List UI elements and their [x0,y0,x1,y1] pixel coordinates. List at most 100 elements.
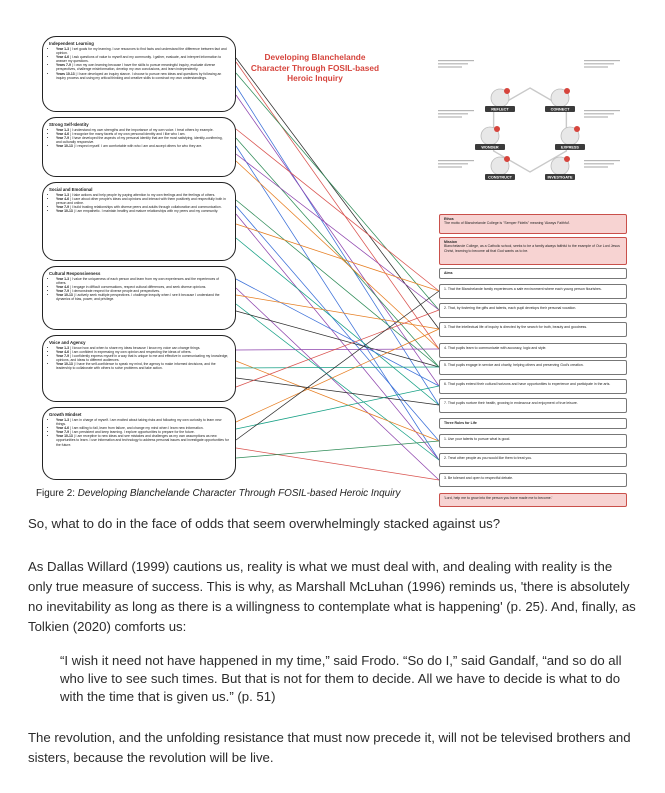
item-text: | I am persistent and keep learning. I e… [69,430,195,435]
year-label: Year 10-13 [56,209,73,214]
connector-line [235,290,440,441]
stage-number-badge [564,156,570,162]
aim-box: 1. That the Blanchelande family experien… [439,284,627,299]
item-text: | I am receptive to new ideas and see mi… [56,434,229,447]
competency-title: Voice and Agency [49,340,86,345]
stage-label: WONDER [481,146,499,150]
connector-line [235,128,440,292]
competency-item: Year 10-13 | I have the self-confidence … [56,362,229,370]
year-label: Years 10-13 [56,71,75,76]
rule-text: 2. Treat other people as you would like … [444,456,533,460]
stage-description-text [438,60,474,62]
aim-box: 3. That the intellectual life of inquiry… [439,322,627,337]
connector-line [235,223,440,292]
aims-title: Aims [444,271,453,275]
stage-description-text [584,110,620,112]
connector-line [235,310,440,368]
item-text: | I confidently express myself in a way … [56,354,229,363]
connector-line [235,366,440,369]
competency-item: Year 10-13 | I am empathetic. I maintain… [56,209,229,213]
stage-number-badge [494,126,500,132]
connector-line [235,377,440,406]
stage-description-text [438,110,474,112]
stage-number-badge [574,126,580,132]
competency-item: Year 4-6 | I am willing to fail, learn f… [56,426,229,430]
caption-label: Figure 2: [36,488,75,499]
connector-line [235,328,440,423]
item-text: | I take actions and help people by payi… [69,193,216,197]
stage-description-text [438,116,462,118]
figure: Independent LearningYear 1-3 | I set goa… [36,32,630,507]
stage-number-badge [504,156,510,162]
stage-description-text [584,113,614,115]
connector-line [235,213,440,461]
competency-item: Year 4-6 | I recognize the many facets o… [56,132,229,136]
stage-description-text [438,63,468,65]
aim-text: 3. That the intellectual life of inquiry… [444,325,588,329]
competency-box: Strong Self-IdentityYear 1-3 | I underst… [42,117,236,177]
aim-box: 4. That pupils learn to communicate with… [439,343,627,358]
connector-line [235,385,440,430]
stage-description-text [584,60,620,62]
item-text: | I am confident in expressing my own op… [69,350,192,355]
stage-description-text [584,166,608,168]
competency-item: Year 10-13 | I am receptive to new ideas… [56,434,229,446]
year-label: Year 4-6 [56,132,70,137]
connector-line [235,160,440,350]
ethos-title: Ethos [444,217,454,221]
connector-line [235,287,440,481]
item-text: | I ask questions of value to myself and… [56,55,222,64]
stage-label-bg [485,106,515,112]
year-label: Year 7-9 [56,205,70,210]
connector-line [235,348,440,351]
stage-description-text [584,160,620,162]
item-text: | I respect myself. I am comfortable wit… [73,144,203,149]
competency-item: Year 1-3 | I understand my own strengths… [56,128,229,132]
paragraph-3: The revolution, and the unfolding resist… [28,730,631,765]
stage-label: CONNECT [551,108,570,112]
year-label: Year 1-3 [56,128,70,132]
aim-text: 1. That the Blanchelande family experien… [444,287,602,291]
caption-text: Developing Blanchelande Character Throug… [77,488,401,499]
year-label: Year 4-6 [56,426,70,431]
mission-title: Mission [444,240,458,244]
item-text: | I actively seek multiple perspectives.… [56,293,220,302]
connector-line [235,153,440,311]
stage-description-text [584,116,608,118]
mission-text: Blanchelande College, as a Catholic scho… [444,244,620,253]
year-label: Year 7-9 [56,289,70,294]
paragraph-2: As Dallas Willard (1999) cautions us, re… [28,559,636,634]
competency-item: Years 7-9 | I own my own learning becaus… [56,63,229,71]
competency-item: Year 10-13 | I actively seek multiple pe… [56,293,229,301]
item-text: | I own my own learning because I have t… [56,63,216,72]
rule-text: 1. Use your talents to pursue what is go… [444,437,511,441]
item-text: | I know how and when to share my ideas … [69,346,201,350]
stage-description-text [438,163,468,165]
connector-line [235,72,440,311]
rule-box: 1. Use your talents to pursue what is go… [439,434,627,448]
competency-item: Year 1-3 | I know how and when to share … [56,346,229,350]
stage-description-text [584,66,608,68]
year-label: Year 4-6 [56,55,70,60]
item-text: | I demonstrate respect for diverse peop… [69,289,160,294]
aim-text: 2. That, by fostering the gifts and tale… [444,306,577,310]
connector-line [235,447,440,481]
aim-box: 7. That pupils nurture their health, gro… [439,398,627,413]
year-label: Year 4-6 [56,285,70,290]
year-label: Year 1-3 [56,418,70,422]
competency-item: Year 1-3 | I set goals for my learning. … [56,47,229,55]
connector-line [235,94,440,387]
figure-title: Developing Blanchelande Character Throug… [250,52,380,83]
aim-box: 6. That pupils extend their cultural hor… [439,379,627,394]
competency-box: Social and EmotionalYear 1-3 | I take ac… [42,182,236,261]
stage-description-text [438,66,462,68]
connector-line [235,145,440,461]
stage-label: EXPRESS [561,146,579,150]
item-text: | I set goals for my learning. I use res… [56,47,227,56]
stage-description-text [438,166,462,168]
stage-label-bg [545,106,575,112]
competency-item: Year 1-3 | I am in charge of myself. I a… [56,418,229,426]
stage-description-text [438,113,468,115]
